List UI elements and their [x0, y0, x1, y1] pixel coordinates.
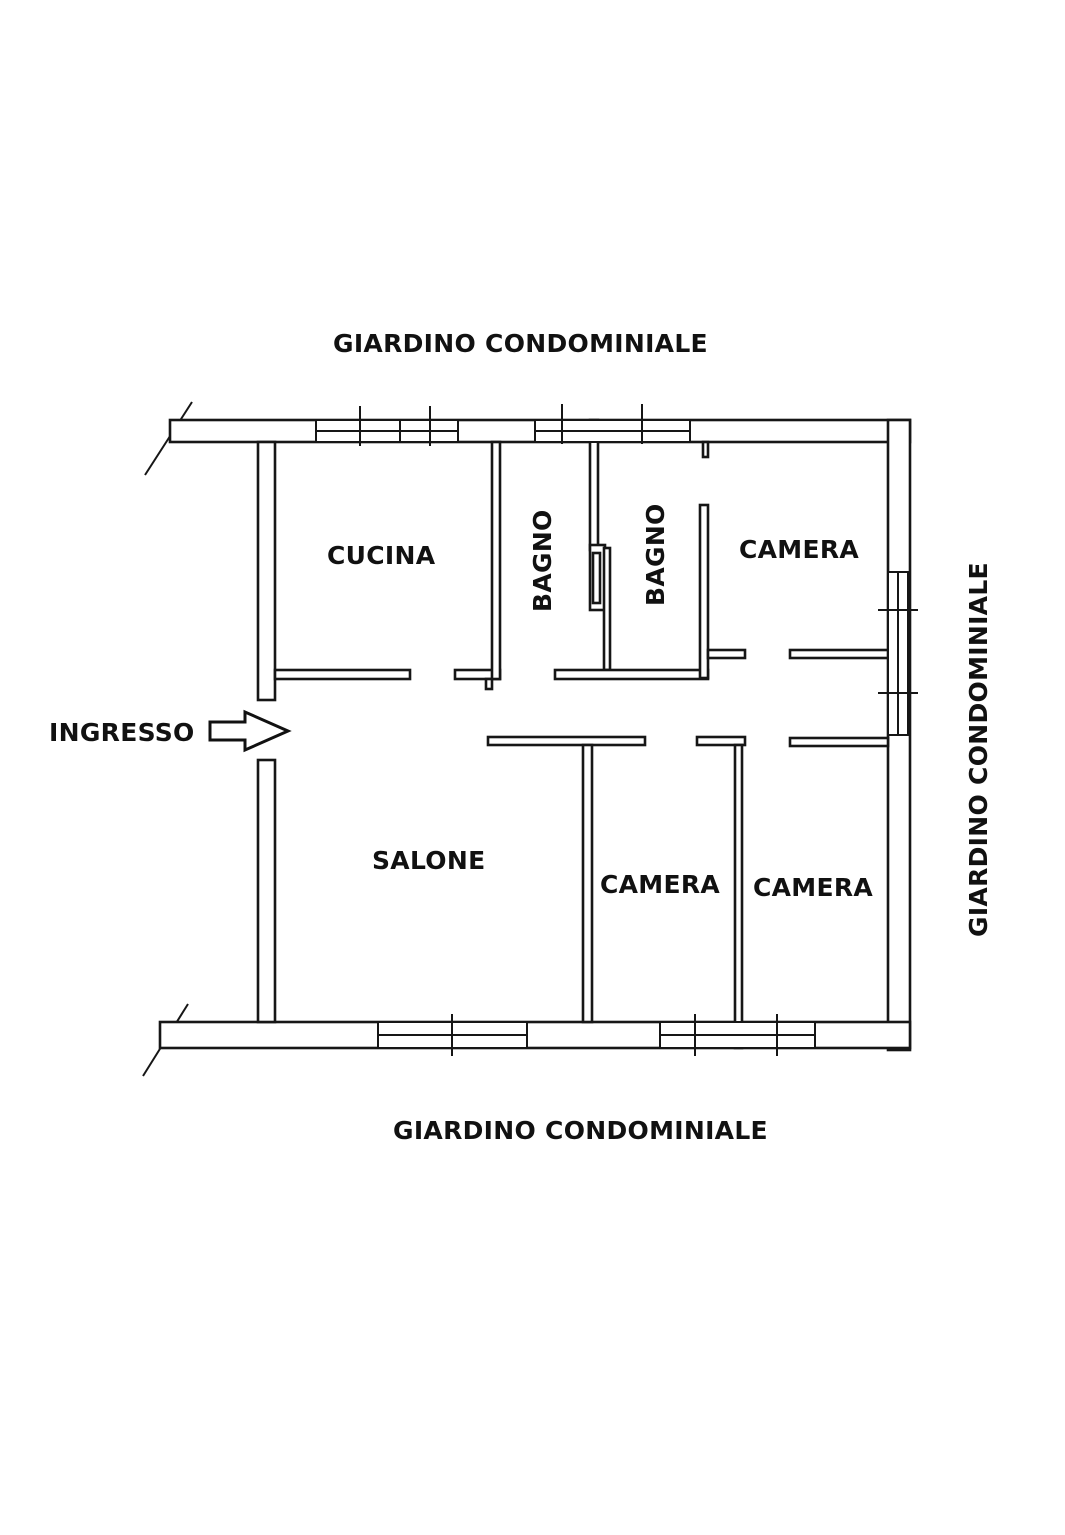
arrow-right-icon: [208, 709, 292, 753]
label-bathroom-1: BAGNO: [528, 509, 557, 612]
windows: [315, 404, 918, 1056]
label-bedroom-middle: CAMERA: [600, 870, 720, 899]
window-bathrooms: [534, 404, 691, 444]
label-bedroom-top: CAMERA: [739, 535, 859, 564]
label-top-garden: GIARDINO CONDOMINIALE: [333, 329, 708, 358]
window-bedrooms: [659, 1014, 816, 1056]
interior-walls: [273, 418, 890, 1050]
label-bottom-garden: GIARDINO CONDOMINIALE: [393, 1116, 768, 1145]
label-living-room: SALONE: [372, 846, 485, 875]
window-kitchen: [315, 406, 459, 446]
label-bedroom-right: CAMERA: [753, 873, 873, 902]
window-right: [878, 571, 918, 736]
label-bathroom-2: BAGNO: [641, 503, 670, 606]
window-living-room: [377, 1014, 528, 1056]
label-entrance: INGRESSO: [49, 718, 195, 747]
label-kitchen: CUCINA: [327, 541, 436, 570]
label-right-garden: GIARDINO CONDOMINIALE: [964, 562, 993, 937]
